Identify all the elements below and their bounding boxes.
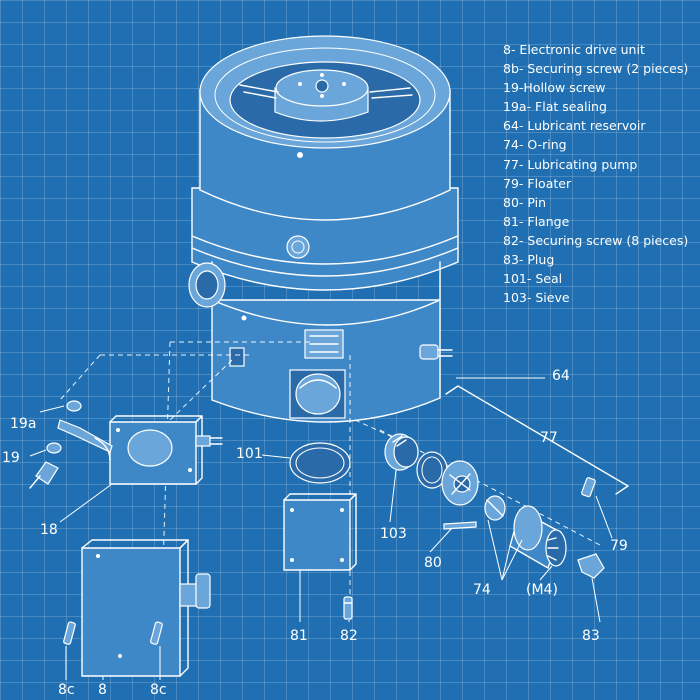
label-77: 77 (540, 430, 558, 446)
pump-shaft-part (484, 495, 506, 521)
leader-lines (29, 377, 613, 680)
legend-item: 82- Securing screw (8 pieces) (503, 232, 689, 248)
legend-item: 101- Seal (503, 271, 563, 287)
legend-item: 64- Lubricant reservoir (503, 118, 646, 134)
connector-18 (109, 415, 223, 485)
floater-79 (581, 477, 596, 498)
legend-item: 74- O-ring (503, 137, 567, 153)
label-82: 82 (340, 628, 358, 644)
label-64: 64 (552, 368, 570, 384)
legend-item: 19a- Flat sealing (503, 99, 607, 115)
pump-disk (441, 460, 479, 506)
legend-item: 79- Floater (503, 175, 572, 191)
label-81: 81 (290, 628, 308, 644)
plug-83 (577, 553, 605, 579)
label-74: 74 (473, 582, 491, 598)
legend-item: 83- Plug (503, 252, 555, 268)
label-101: 101 (236, 446, 263, 462)
label-m4: (M4) (526, 582, 558, 598)
pump-housing (188, 35, 459, 423)
screws-8c (63, 621, 163, 645)
label-18: 18 (40, 522, 58, 538)
securing-screw-82 (343, 596, 353, 620)
legend-item: 81- Flange (503, 213, 570, 229)
legend-item: 80- Pin (503, 194, 547, 210)
legend-item: 8b- Securing screw (2 pieces) (503, 61, 689, 77)
flange-81 (283, 493, 357, 571)
legend-item: 103- Sieve (503, 290, 570, 306)
legend-item: 77- Lubricating pump (503, 156, 638, 172)
label-83: 83 (582, 628, 600, 644)
label-8: 8 (98, 682, 107, 698)
hollow-screw-parts (29, 400, 113, 489)
o-ring-pieces (416, 451, 448, 489)
legend-item: 8- Electronic drive unit (503, 42, 645, 57)
sieve-103 (384, 433, 419, 471)
pin-80 (443, 521, 477, 530)
label-19: 19 (2, 450, 20, 466)
parts-legend: 8- Electronic drive unit 8b- Securing sc… (503, 40, 688, 307)
bracket-77 (445, 385, 629, 495)
label-19a: 19a (10, 416, 37, 432)
label-79: 79 (610, 538, 628, 554)
pump-cylinder (509, 505, 567, 570)
label-80: 80 (424, 555, 442, 571)
legend-item: 19-Hollow screw (503, 80, 606, 96)
label-8c-left: 8c (58, 682, 75, 698)
label-8c-right: 8c (150, 682, 167, 698)
label-103: 103 (380, 526, 407, 542)
drive-unit-8 (81, 539, 211, 677)
seal-101 (289, 442, 351, 484)
